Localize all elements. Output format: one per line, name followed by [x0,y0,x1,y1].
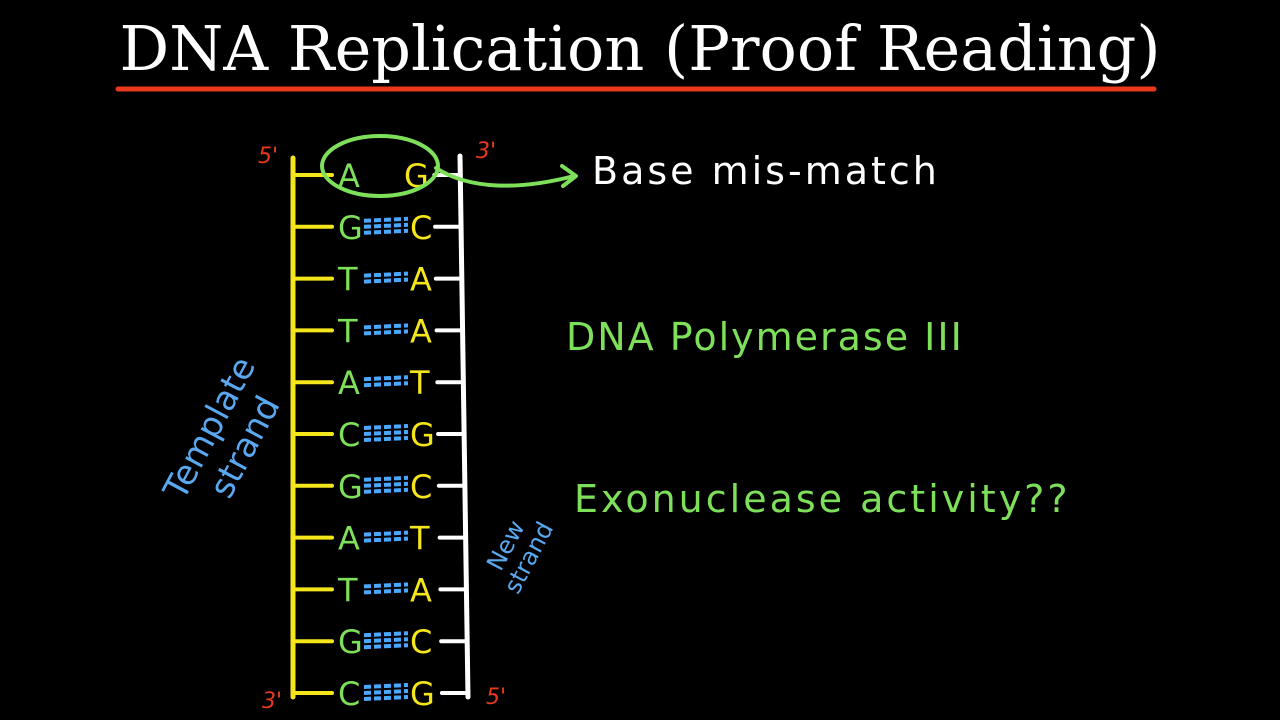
hydrogen-bond [363,271,409,278]
hydrogen-bond [363,277,409,284]
hydrogen-bond [363,424,409,430]
template-base-letter: T [337,312,358,350]
template-3-prime-label: 3' [262,689,282,714]
hydrogen-bond [363,530,409,537]
new-base-letter: G [410,416,435,454]
hydrogen-bond [363,588,409,595]
template-5-prime-label: 5' [258,144,278,169]
hydrogen-bond [363,582,409,589]
arrow-head-icon [560,164,578,188]
hydrogen-bond [363,228,409,235]
new-strand-backbone [457,153,471,700]
hydrogen-bond [363,329,409,336]
template-base-letter: C [338,416,360,454]
hydrogen-bond [363,381,409,388]
hydrogen-bond [363,631,409,638]
new-base-letter: C [410,209,432,247]
new-base-letter: A [410,571,432,609]
template-base-letter: G [338,209,363,247]
new-base-letter: T [409,520,430,558]
template-base-letter: A [338,520,360,558]
exonuclease-note: Exonuclease activity?? [574,477,1071,521]
new-base-letter: A [410,312,432,350]
hydrogen-bond [363,536,409,543]
hydrogen-bond [363,475,409,482]
new-base-letter: C [410,468,432,506]
template-strand-label: Template strand [155,350,288,507]
new-strand-label: New strand [481,516,559,598]
new-strand-3-prime-label: 3' [476,139,496,164]
base-mismatch-note: Base mis-match [592,149,940,193]
new-base-letter: T [409,364,430,402]
mismatch-arrow [434,166,576,188]
new-base-letter: G [410,675,435,713]
new-base-letter: A [410,261,432,299]
hydrogen-bond [363,222,409,229]
hydrogen-bond [363,487,409,494]
dna-polymerase-note: DNA Polymerase III [566,315,964,359]
hydrogen-bond [363,643,409,650]
template-base-letter: G [338,623,363,661]
hydrogen-bond [363,430,409,436]
hydrogen-bond [363,637,409,644]
hydrogen-bond [363,683,409,689]
hydrogen-bond [363,481,409,488]
template-base-letter: G [338,468,363,506]
new-base-letter: C [410,623,432,661]
template-base-letter: A [338,157,360,195]
template-base-letter: T [337,571,358,609]
hydrogen-bond [363,216,409,223]
template-base-letter: A [338,364,360,402]
hydrogen-bond [363,695,409,701]
hydrogen-bond [363,323,409,330]
mismatch-highlight-circle [320,134,440,198]
new-strand-5-prime-label: 5' [486,685,506,710]
hydrogen-bond [363,375,409,382]
hydrogen-bond [363,436,409,442]
page-title: DNA Replication (Proof Reading) [119,12,1160,85]
template-base-letter: C [338,675,360,713]
hydrogen-bond [363,689,409,695]
template-base-letter: T [337,261,358,299]
